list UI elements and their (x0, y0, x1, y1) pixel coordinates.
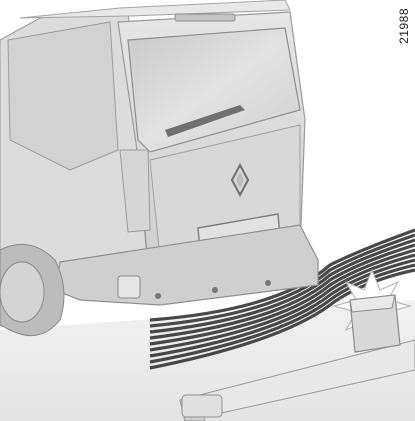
sensor (155, 293, 161, 299)
side-window (8, 22, 118, 170)
vehicle-body (0, 0, 318, 336)
sensor (265, 280, 271, 286)
bumper-reflector (118, 276, 140, 298)
brake-light (175, 14, 235, 21)
figure-reference-number: 21988 (397, 8, 411, 44)
sensor (212, 287, 218, 293)
